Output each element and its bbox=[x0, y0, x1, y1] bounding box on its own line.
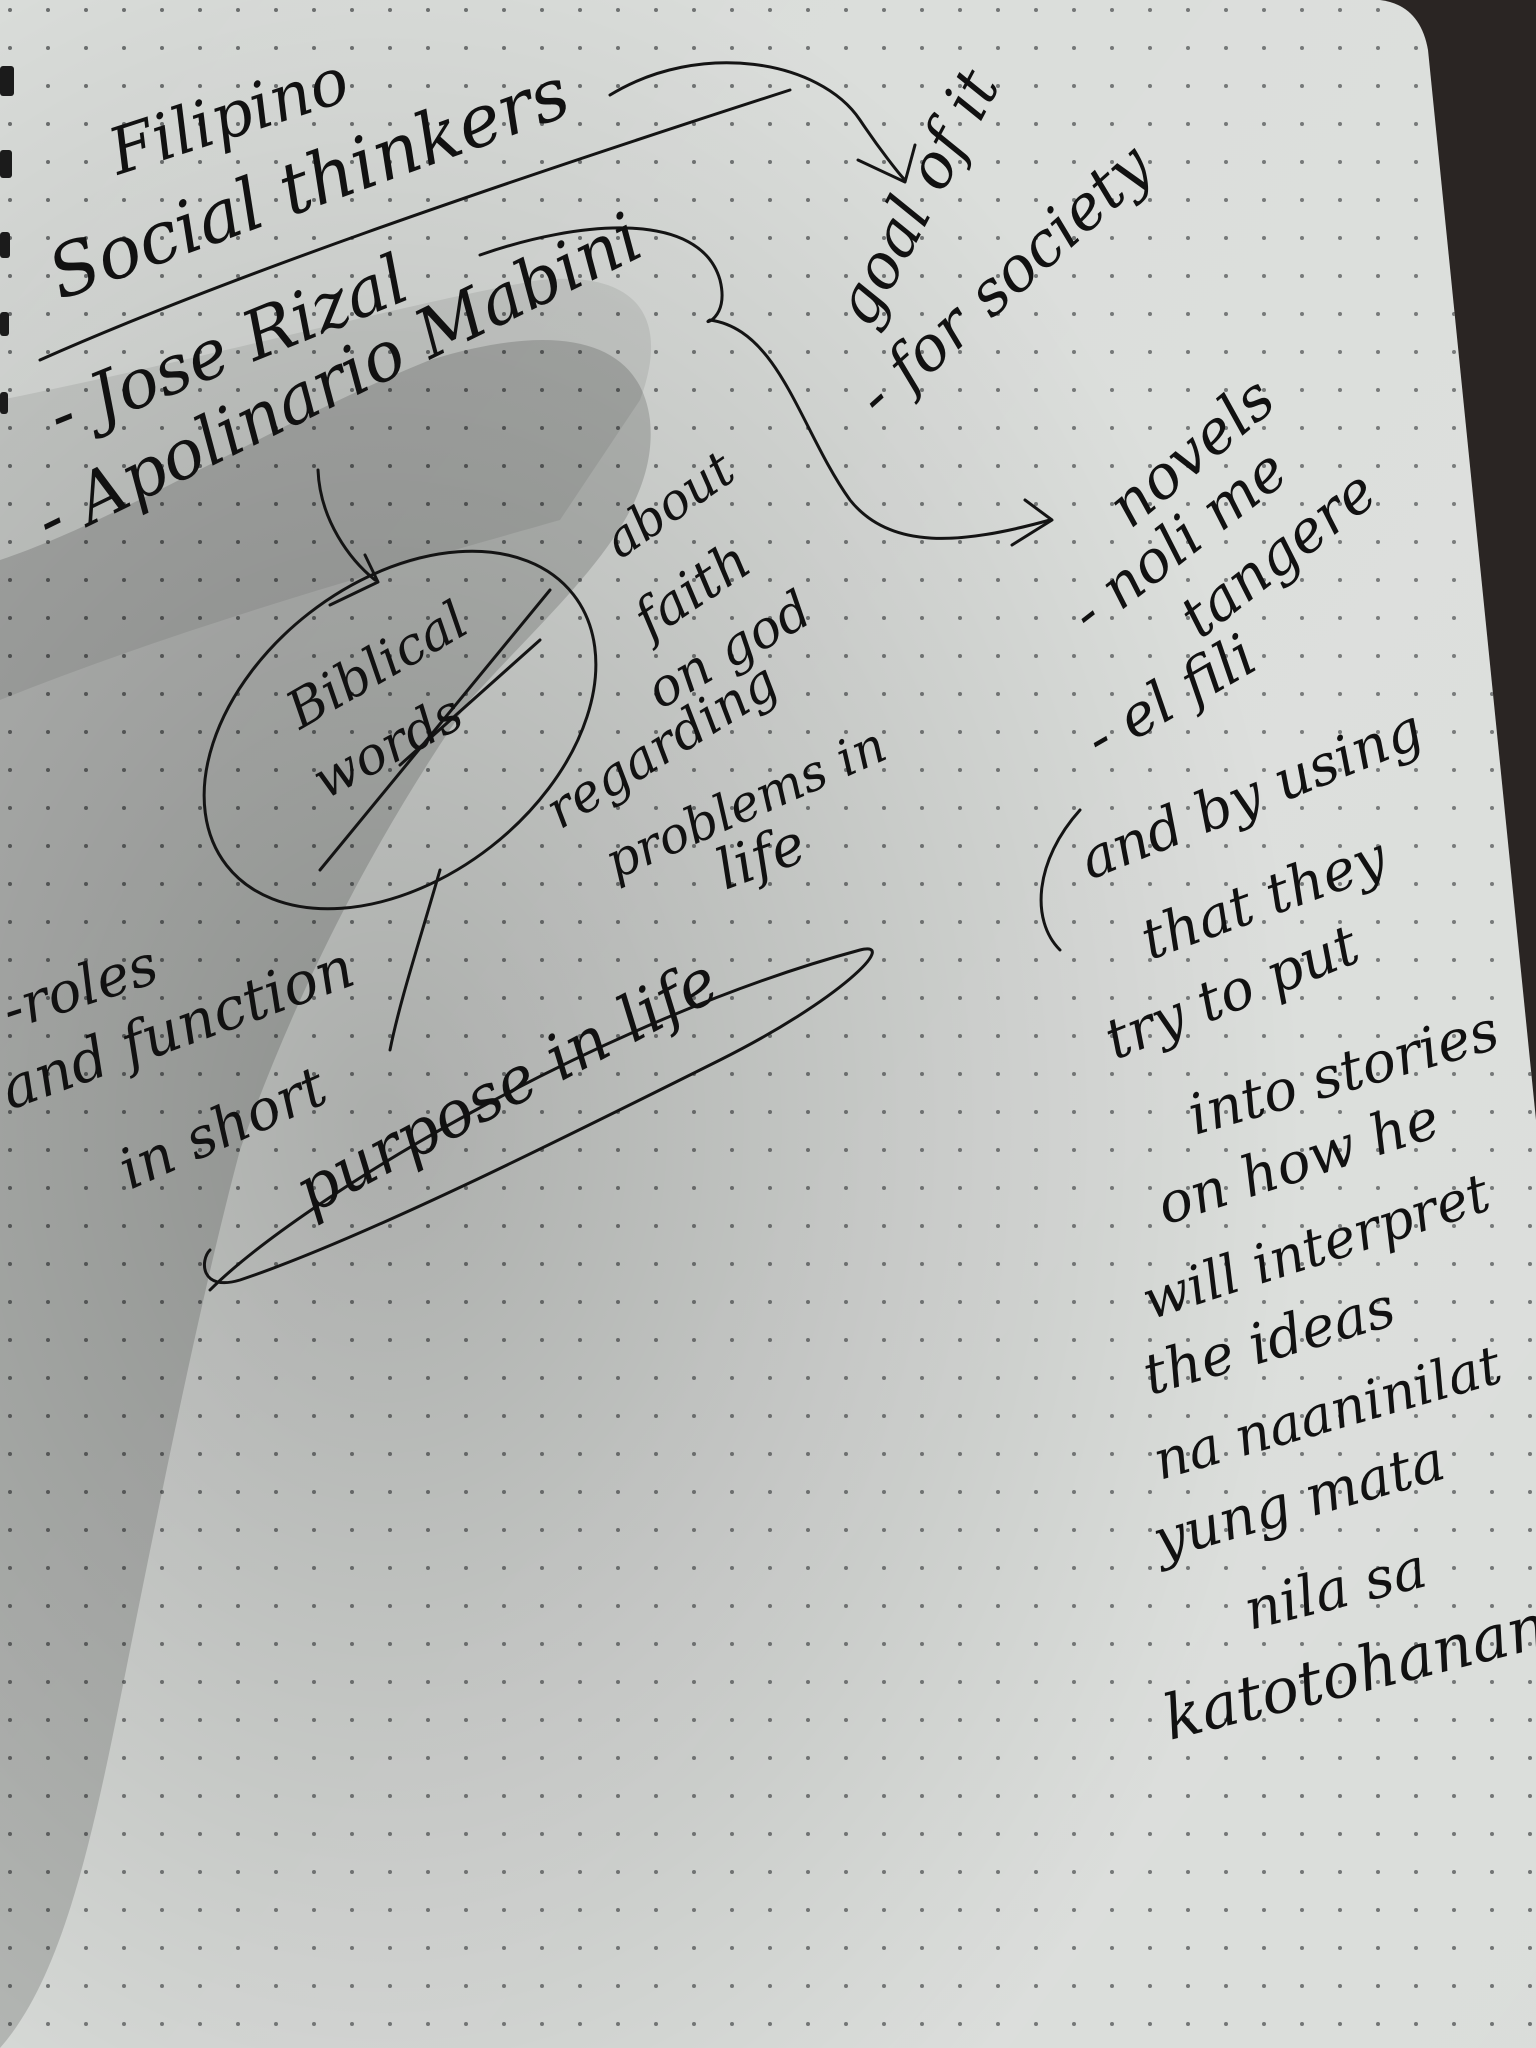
spiral-binding bbox=[0, 66, 14, 414]
pen-strokes bbox=[38, 61, 1082, 1292]
